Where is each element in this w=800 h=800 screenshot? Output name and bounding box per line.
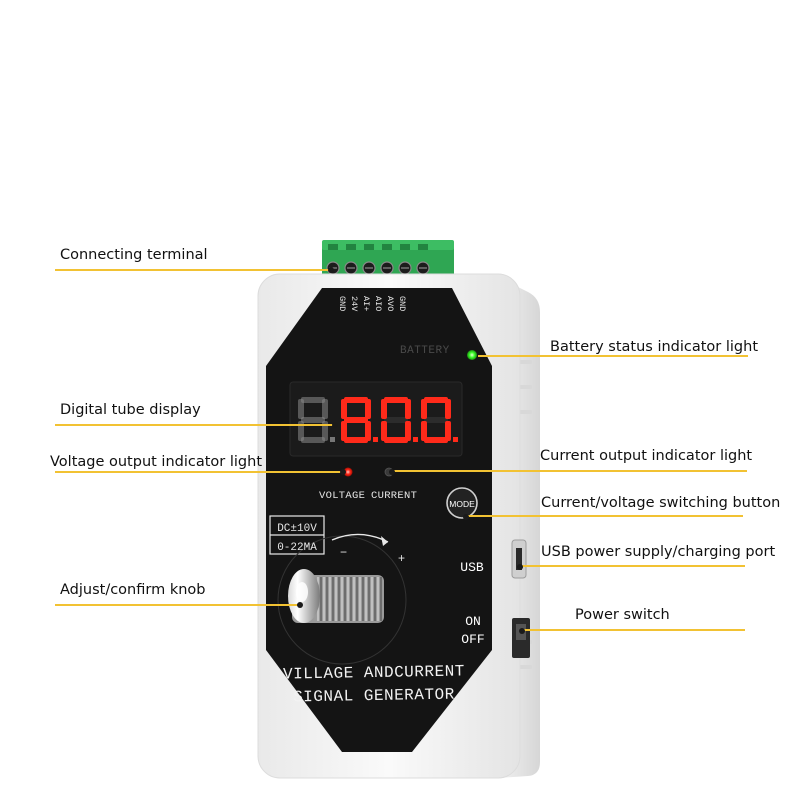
display-digit — [381, 397, 418, 443]
knob-minus-sign: − — [340, 545, 347, 559]
callout-digital-tube-display: Digital tube display — [60, 402, 201, 418]
leader-connecting-terminal — [55, 269, 331, 271]
callout-battery-indicator: Battery status indicator light — [550, 339, 759, 355]
device-title-line-1: VILLAGE ANDCURRENT — [283, 662, 465, 683]
adjust-knob[interactable] — [288, 569, 384, 623]
leader-dot — [463, 514, 469, 520]
terminal-label: AI+ — [361, 296, 371, 311]
spec-line-2: 0-22MA — [277, 542, 317, 554]
leader-dot — [328, 267, 334, 273]
leader-adjust-knob — [55, 604, 300, 606]
connecting-terminal-block — [322, 240, 454, 280]
leader-power-switch — [522, 629, 745, 631]
leader-dot — [519, 628, 525, 634]
off-label: OFF — [461, 632, 484, 647]
battery-label: BATTERY — [400, 345, 450, 357]
callout-mode-button: Current/voltage switching button — [541, 495, 781, 511]
display-digit — [341, 397, 378, 443]
callout-adjust-knob: Adjust/confirm knob — [60, 582, 206, 598]
leader-voltage-indicator — [55, 471, 343, 473]
display-digit — [298, 397, 335, 443]
terminal-label: GND — [337, 296, 347, 311]
callout-power-switch: Power switch — [575, 607, 670, 623]
mode-label: MODE — [449, 499, 475, 509]
leader-dot — [340, 469, 346, 475]
current-label: CURRENT — [371, 490, 417, 502]
voltage-label: VOLTAGE — [319, 490, 365, 502]
device-title-line-2: SIGNAL GENERATOR — [293, 686, 455, 707]
leader-dot — [389, 469, 395, 475]
callout-current-indicator: Current output indicator light — [540, 448, 753, 464]
leader-usb-port — [520, 565, 745, 567]
terminal-label: AIO — [373, 296, 383, 311]
voltage-led — [343, 467, 353, 477]
usb-label: USB — [460, 560, 484, 575]
mode-button[interactable] — [446, 487, 478, 519]
knob-plus-sign: + — [398, 551, 405, 565]
leader-current-indicator — [392, 470, 747, 472]
terminal-label: GND — [397, 296, 407, 311]
leader-digital-tube-display — [55, 424, 335, 426]
leader-mode-button — [466, 515, 743, 517]
on-label: ON — [465, 614, 481, 629]
display-digits — [298, 397, 458, 443]
spec-line-1: DC±10V — [277, 523, 317, 535]
leader-dot — [297, 602, 303, 608]
display-digit — [421, 397, 458, 443]
callout-connecting-terminal: Connecting terminal — [60, 247, 208, 263]
terminal-label: 24V — [349, 296, 359, 312]
callout-usb-port: USB power supply/charging port — [541, 544, 776, 560]
terminal-label: AVO — [385, 296, 395, 311]
leader-battery-indicator — [478, 355, 748, 357]
leader-dot — [332, 422, 338, 428]
callout-voltage-indicator: Voltage output indicator light — [50, 454, 263, 470]
battery-led — [467, 350, 477, 360]
leader-dot — [517, 564, 523, 570]
